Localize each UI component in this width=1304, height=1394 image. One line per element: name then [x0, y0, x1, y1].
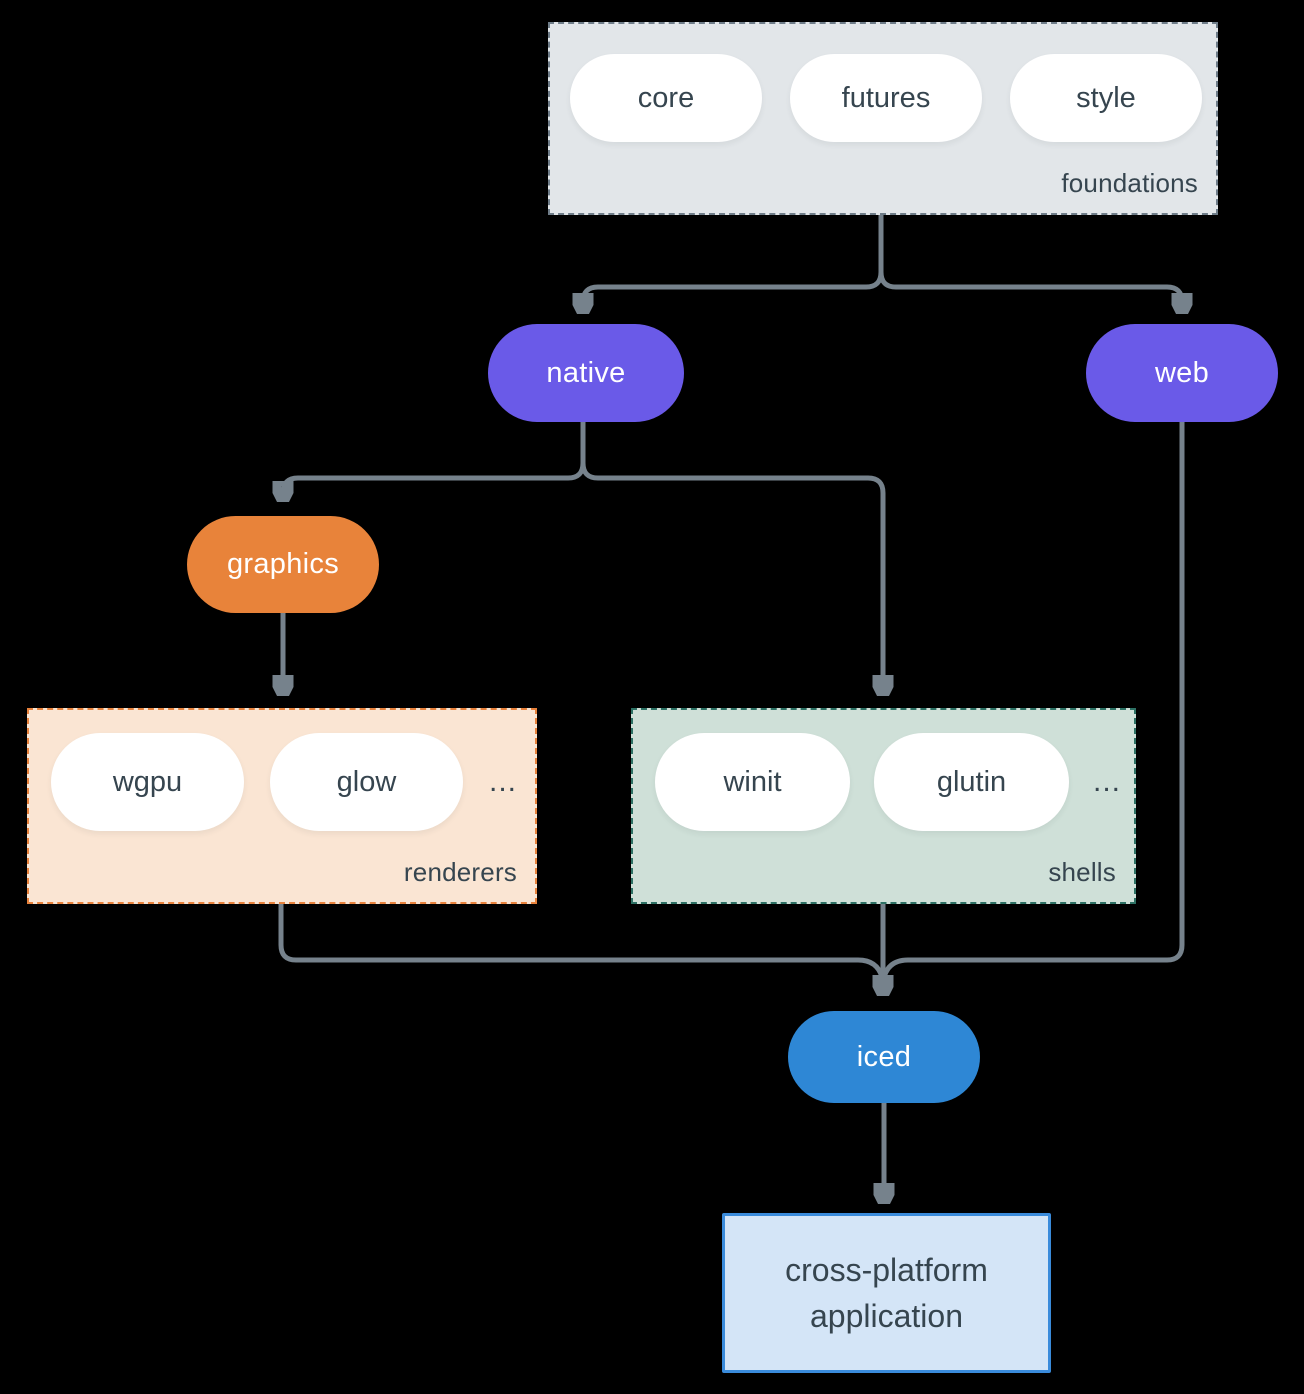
pill-winit-label: winit [723, 765, 782, 798]
pill-futures-label: futures [841, 81, 931, 114]
application-label-line1: cross-platform [785, 1251, 988, 1288]
node-native-label: native [546, 356, 626, 389]
node-iced: iced [788, 1011, 980, 1103]
group-renderers-label: renderers [403, 857, 517, 887]
pill-style-label: style [1076, 81, 1136, 114]
node-native: native [488, 324, 684, 422]
group-foundations-label: foundations [1061, 168, 1198, 198]
group-shells: winit glutin ... shells [631, 708, 1136, 904]
node-cross-platform-application: cross-platform application [722, 1213, 1051, 1373]
pill-glutin-label: glutin [936, 765, 1007, 798]
node-graphics: graphics [187, 516, 379, 613]
pill-wgpu-label: wgpu [112, 765, 183, 798]
node-graphics-label: graphics [226, 548, 339, 580]
pill-glow-label: glow [336, 765, 397, 798]
edge-renderers-merge [278, 904, 885, 978]
group-foundations: core futures style foundations [548, 22, 1218, 215]
group-shells-label: shells [1048, 857, 1116, 887]
pill-winit: winit [655, 733, 850, 831]
renderers-ellipsis: ... [489, 765, 518, 798]
pill-style: style [1010, 54, 1202, 142]
pill-futures: futures [790, 54, 982, 142]
shells-ellipsis: ... [1093, 765, 1122, 798]
pill-glutin: glutin [874, 733, 1069, 831]
pill-glow: glow [270, 733, 463, 831]
pill-wgpu: wgpu [51, 733, 244, 831]
edge-foundations-native [583, 215, 884, 310]
node-web-label: web [1154, 356, 1210, 389]
edge-native-graphics [283, 422, 586, 498]
edge-native-shells [580, 422, 883, 692]
edge-foundations-web [878, 215, 1182, 310]
pill-core-label: core [637, 81, 695, 114]
application-label-line2: application [810, 1298, 963, 1334]
node-web: web [1086, 324, 1278, 422]
node-iced-label: iced [856, 1040, 912, 1073]
group-renderers: wgpu glow ... renderers [27, 708, 537, 904]
pill-core: core [570, 54, 762, 142]
